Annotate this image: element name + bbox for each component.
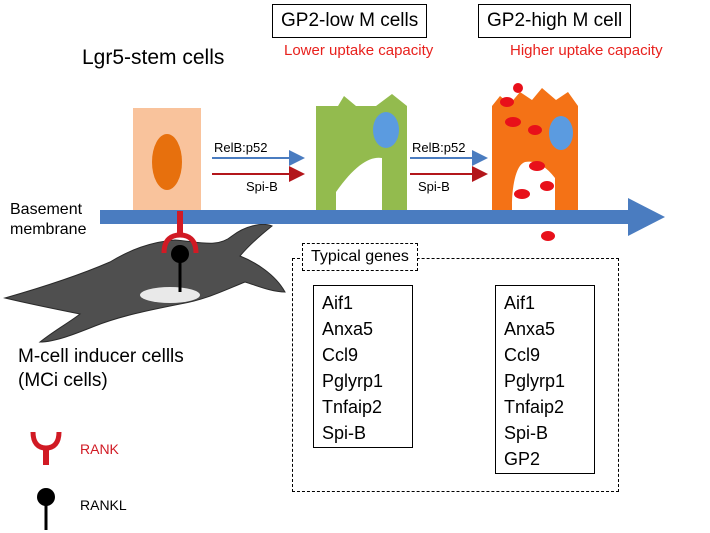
rankl-legend-label: RANKL <box>80 497 127 513</box>
gene-item: Ccl9 <box>322 345 359 365</box>
inducer-nucleus <box>140 287 200 303</box>
typical-genes-panel <box>292 258 619 492</box>
stem-nucleus <box>152 134 182 190</box>
transition-arrow-1 <box>212 150 305 182</box>
antigen-particles <box>500 83 555 241</box>
basement-membrane-line1: Basement <box>10 201 83 218</box>
arrow1-top-label: RelB:p52 <box>214 140 268 155</box>
inducer-line2: (MCi cells) <box>18 370 108 391</box>
gene-item: GP2 <box>504 449 541 469</box>
gene-item: Anxa5 <box>322 319 374 339</box>
gene-item: Tnfaip2 <box>322 397 383 417</box>
typical-genes-title: Typical genes <box>302 243 418 271</box>
rank-legend-label: RANK <box>80 441 119 457</box>
gene-item: Spi-B <box>322 423 367 443</box>
gp2-high-gene-list: Aif1 Anxa5 Ccl9 Pglyrp1 Tnfaip2 Spi-B GP… <box>495 285 595 474</box>
gp2-high-cell <box>492 88 578 218</box>
rank-rankl-interaction <box>161 211 199 292</box>
gene-item: Pglyrp1 <box>504 371 566 391</box>
gp2-low-title: GP2-low M cells <box>272 4 428 38</box>
gene-item: Ccl9 <box>504 345 541 365</box>
arrow1-bottom-label: Spi-B <box>246 179 278 194</box>
arrow2-bottom-label: Spi-B <box>418 179 450 194</box>
gene-item: Aif1 <box>322 293 354 313</box>
gp2-high-title: GP2-high M cell <box>478 4 632 38</box>
arrow2-top-label: RelB:p52 <box>412 140 466 155</box>
gp2-low-cell <box>316 94 407 218</box>
gene-item: Pglyrp1 <box>322 371 384 391</box>
basement-membrane-line2: membrane <box>10 221 87 238</box>
gp2-low-gene-list: Aif1 Anxa5 Ccl9 Pglyrp1 Tnfaip2 Spi-B <box>313 285 413 448</box>
gene-item: Tnfaip2 <box>504 397 565 417</box>
gene-item: Anxa5 <box>504 319 556 339</box>
gene-item: Aif1 <box>504 293 536 313</box>
rank-legend-symbol <box>30 431 62 465</box>
stem-cells-label: Lgr5-stem cells <box>82 46 225 69</box>
rankl-legend-symbol <box>37 488 55 530</box>
inducer-cells-label: M-cell inducer cellls (MCi cells) <box>18 345 184 393</box>
transition-arrow-2 <box>410 150 488 182</box>
gp2-low-subtitle: Lower uptake capacity <box>284 42 434 59</box>
basement-membrane-label: Basement membrane <box>10 200 86 240</box>
low-nucleus <box>373 112 399 148</box>
gene-item: Spi-B <box>504 423 549 443</box>
inducer-line1: M-cell inducer cellls <box>18 346 184 367</box>
gp2-high-subtitle: Higher uptake capacity <box>510 42 663 59</box>
basement-membrane-arrow <box>100 198 665 236</box>
inducer-cell <box>3 223 286 343</box>
high-nucleus <box>549 116 573 150</box>
stem-cell <box>133 108 201 218</box>
